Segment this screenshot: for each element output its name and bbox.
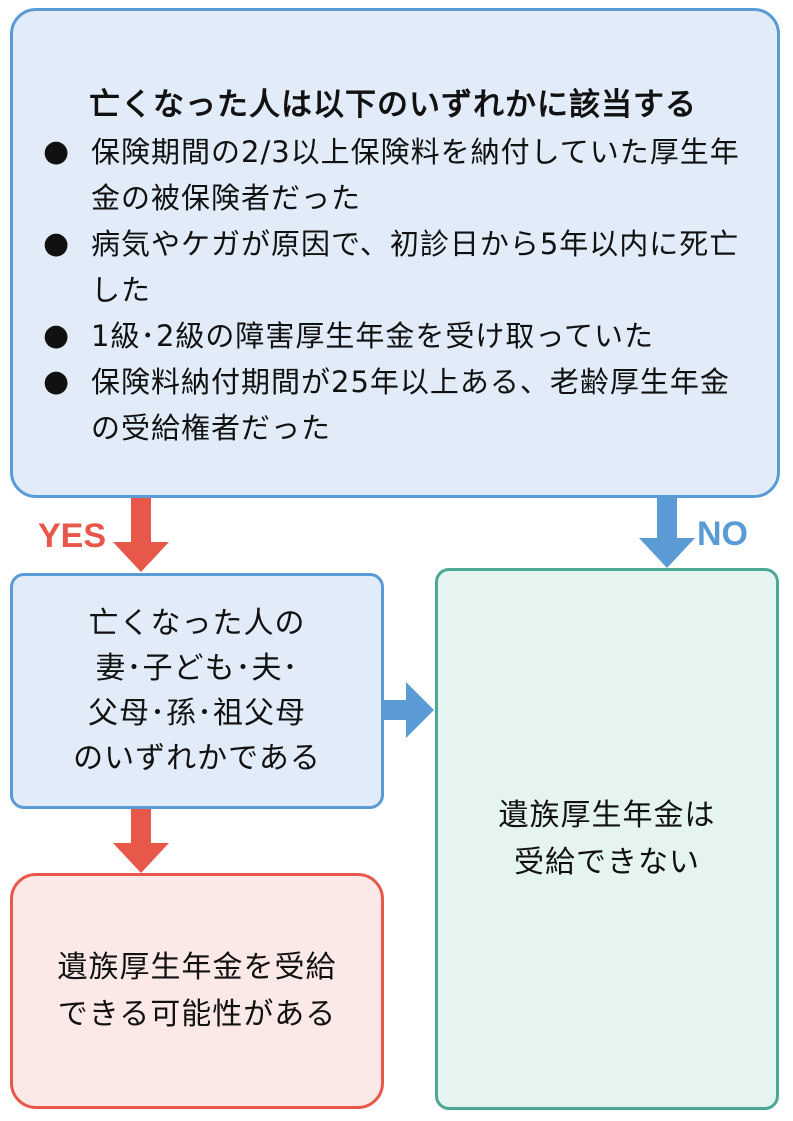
condition-item-text: 1級･2級の障害厚生年金を受け取っていた xyxy=(91,319,654,353)
yes-arrow-down-icon xyxy=(113,498,169,572)
no-arrow-right-icon xyxy=(384,682,434,738)
family-condition-box: 亡くなった人の 妻･子ども･夫･ 父母･孫･祖父母 のいずれかである xyxy=(10,573,384,809)
condition-title: 亡くなった人は以下のいずれかに該当する xyxy=(89,87,697,123)
condition-item-text: 保険料納付期間が25年以上ある、老齢厚生年金の受給権者だった xyxy=(91,365,730,445)
eligibility-condition-box: 亡くなった人は以下のいずれかに該当する ● 保険期間の2/3以上保険料を納付して… xyxy=(10,8,780,498)
no-label: NO xyxy=(697,515,748,553)
no-arrow-down-icon xyxy=(639,498,695,568)
condition-item: ● 病気やケガが原因で、初診日から5年以内に死亡した xyxy=(39,221,757,313)
condition-list: ● 保険期間の2/3以上保険料を納付していた厚生年金の被保険者だった ● 病気や… xyxy=(39,129,757,451)
bullet-icon: ● xyxy=(43,226,71,261)
condition-item-text: 病気やケガが原因で、初診日から5年以内に死亡した xyxy=(91,227,740,307)
yes-arrow-shape xyxy=(113,809,169,873)
eligible-result-box: 遺族厚生年金を受給 できる可能性がある xyxy=(10,873,384,1109)
bullet-icon: ● xyxy=(43,318,71,353)
bullet-icon: ● xyxy=(43,364,71,399)
condition-item: ● 保険料納付期間が25年以上ある、老齢厚生年金の受給権者だった xyxy=(39,359,757,451)
condition-item: ● 保険期間の2/3以上保険料を納付していた厚生年金の被保険者だった xyxy=(39,129,757,221)
not-eligible-result-text: 遺族厚生年金は 受給できない xyxy=(498,798,716,880)
yes-label: YES xyxy=(38,517,107,555)
yes-arrow-down-icon xyxy=(113,809,169,873)
not-eligible-result-box: 遺族厚生年金は 受給できない xyxy=(435,568,779,1110)
condition-item-text: 保険期間の2/3以上保険料を納付していた厚生年金の被保険者だった xyxy=(91,135,740,215)
no-arrow-shape xyxy=(639,498,695,568)
family-condition-text: 亡くなった人の 妻･子ども･夫･ 父母･孫･祖父母 のいずれかである xyxy=(73,606,321,776)
eligible-result-text: 遺族厚生年金を受給 できる可能性がある xyxy=(57,950,337,1032)
condition-item: ● 1級･2級の障害厚生年金を受け取っていた xyxy=(39,313,757,359)
yes-arrow-shape xyxy=(113,498,169,572)
bullet-icon: ● xyxy=(43,134,71,169)
no-arrow-right-shape xyxy=(384,682,434,738)
